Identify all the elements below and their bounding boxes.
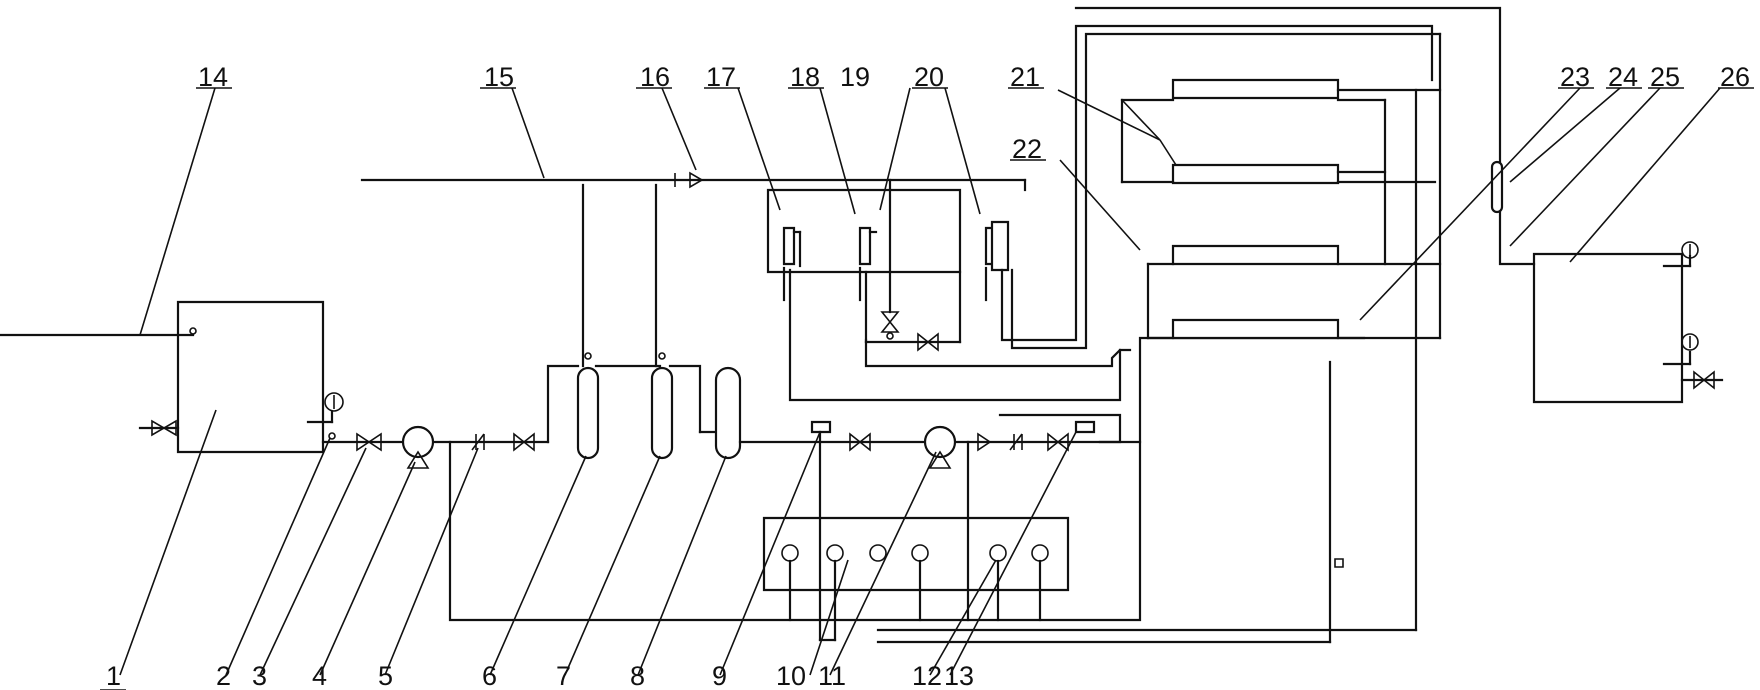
- label-2: 2: [216, 661, 231, 690]
- flowmeter-24: [1492, 162, 1502, 212]
- vessel-6: [578, 368, 598, 458]
- valve-pump-11-inlet: [850, 434, 870, 450]
- check-valve-after-11: [978, 434, 1068, 450]
- panel-gauges: [782, 432, 1048, 640]
- label-10: 10: [776, 661, 806, 690]
- gauge-tank-26-top: [1664, 242, 1698, 266]
- flowmeter-18: [860, 228, 876, 300]
- label-21: 21: [1010, 62, 1040, 92]
- vessel-8: [716, 368, 740, 458]
- label-4: 4: [312, 661, 327, 690]
- gauge-panel-10: [764, 518, 1068, 590]
- small-square: [1335, 559, 1343, 567]
- line-18-return: [866, 340, 1120, 366]
- number-labels: 1 2 3 4 5 6 7 8 9 10 11 12 13 14 15 16 1…: [106, 62, 1750, 690]
- line-14: [0, 328, 196, 335]
- module-bank: [1122, 34, 1440, 338]
- label-22: 22: [1012, 134, 1042, 164]
- label-13: 13: [944, 661, 974, 690]
- valve-after-5: [514, 434, 534, 450]
- label-underlines: [100, 88, 1754, 690]
- tank-1: [178, 302, 323, 452]
- line-17-return: [790, 270, 1130, 400]
- label-1: 1: [106, 661, 121, 690]
- outer-loop-line: [1076, 8, 1534, 264]
- label-14: 14: [198, 62, 228, 92]
- pressure-gauge-2: [308, 393, 343, 439]
- label-3: 3: [252, 661, 267, 690]
- check-valve-5: [472, 434, 484, 450]
- label-23: 23: [1560, 62, 1590, 92]
- leader-lines: [120, 88, 1720, 675]
- valve-3: [357, 434, 381, 450]
- label-24: 24: [1608, 62, 1638, 92]
- label-5: 5: [378, 661, 393, 690]
- label-15: 15: [484, 62, 514, 92]
- pump-11: [925, 427, 955, 468]
- label-7: 7: [556, 661, 571, 690]
- line-to-vessel-6: [548, 366, 578, 442]
- valve-box-19: [866, 180, 960, 350]
- label-11: 11: [818, 661, 846, 690]
- label-16: 16: [640, 62, 670, 92]
- vessel-7: [652, 368, 672, 458]
- label-8: 8: [630, 661, 645, 690]
- label-26: 26: [1720, 62, 1750, 92]
- gauge-tank-26-bottom: [1664, 334, 1698, 364]
- label-25: 25: [1650, 62, 1680, 92]
- drain-valve-tank-1: [140, 421, 178, 435]
- label-12: 12: [912, 661, 942, 690]
- meter-13: [1076, 422, 1094, 432]
- pump-4: [403, 427, 433, 468]
- label-17: 17: [706, 62, 736, 92]
- label-9: 9: [712, 661, 727, 690]
- tank-26: [1534, 254, 1682, 402]
- check-valve-16: [675, 173, 702, 187]
- meter-9: [812, 422, 830, 432]
- label-18: 18: [790, 62, 820, 92]
- label-19: 19: [840, 62, 870, 92]
- label-20: 20: [914, 62, 944, 92]
- line-15: [362, 180, 1025, 190]
- flowmeter-17: [784, 228, 800, 300]
- drain-valve-tank-26: [1682, 372, 1722, 388]
- label-6: 6: [482, 661, 497, 690]
